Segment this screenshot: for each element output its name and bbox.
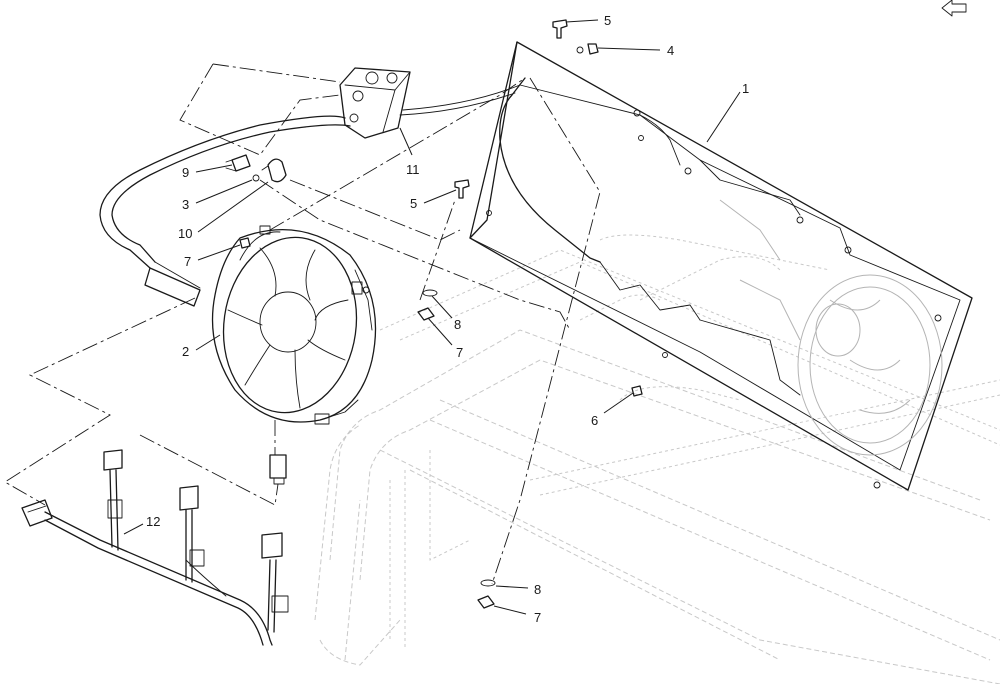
callout-8-bottom: 8 [534,582,541,597]
assembly-leaders [4,63,601,585]
callout-7-mid: 7 [456,345,463,360]
sensor-parts [225,154,287,183]
callout-5-mid: 5 [410,196,417,211]
fan-connector [269,454,287,485]
back-arrow-icon[interactable] [941,0,967,17]
cooling-fan [211,225,377,425]
callout-11: 11 [406,162,420,177]
callout-3: 3 [182,197,189,212]
callout-2: 2 [182,344,189,359]
callout-9: 9 [182,165,189,180]
callout-10: 10 [178,226,192,241]
callout-12: 12 [146,514,160,529]
callout-4: 4 [667,43,674,58]
callout-7-bottom: 7 [534,610,541,625]
fan-shroud [469,41,973,491]
vehicle-frame [314,234,1000,684]
thermo-switch-wire [99,84,521,307]
callout-7-left: 7 [184,254,191,269]
hardware [239,19,643,609]
fan-harness [21,449,289,646]
callout-1: 1 [742,81,749,96]
callout-8-mid: 8 [454,317,461,332]
callout-5-top: 5 [604,13,611,28]
callouts: 5 4 1 11 9 3 10 7 2 5 8 7 6 12 8 7 [123,13,749,625]
switch-box [339,67,411,139]
callout-6: 6 [591,413,598,428]
